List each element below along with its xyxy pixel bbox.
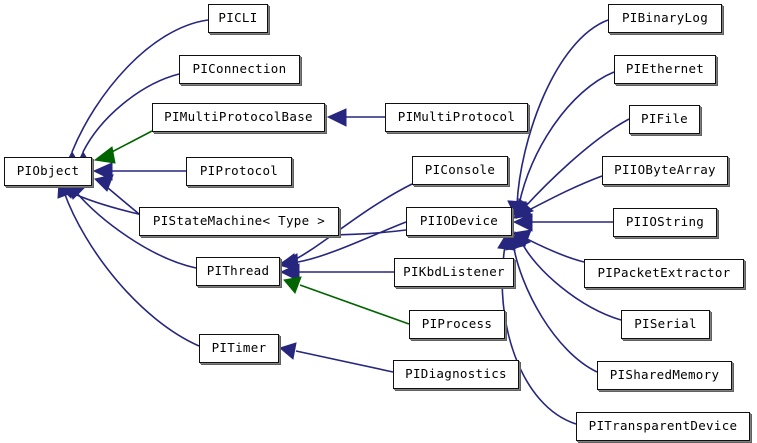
edge-pistatemachine-to-piobject xyxy=(94,174,140,215)
class-node-label: PIFile xyxy=(641,111,688,127)
class-node-pifile[interactable]: PIFile xyxy=(629,105,700,134)
class-node-piethernet[interactable]: PIEthernet xyxy=(614,55,716,84)
class-node-label: PIConnection xyxy=(192,61,287,77)
class-node-label: PISharedMemory xyxy=(609,367,720,383)
class-node-label: PIEthernet xyxy=(625,61,705,77)
class-node-pikbdlistener[interactable]: PIKbdListener xyxy=(394,258,514,287)
class-node-piprotocol[interactable]: PIProtocol xyxy=(186,157,292,186)
class-node-piiobytearray[interactable]: PIIOByteArray xyxy=(602,156,728,185)
class-node-label: PIMultiProtocolBase xyxy=(164,109,313,125)
edge-piiostring-to-piiodevice xyxy=(512,213,613,232)
edge-piiodevice-to-pithread xyxy=(279,221,407,272)
class-node-pibinarylog[interactable]: PIBinaryLog xyxy=(608,4,722,33)
class-node-label: PIConsole xyxy=(424,162,496,178)
edge-piethernet-to-piiodevice xyxy=(508,71,615,220)
edge-piprocess-to-pithread xyxy=(283,276,410,325)
class-node-label: PIThread xyxy=(206,263,270,279)
class-node-piobject[interactable]: PIObject xyxy=(4,157,92,186)
class-node-pisharedmemory[interactable]: PISharedMemory xyxy=(597,361,732,390)
class-node-label: PIStateMachine< Type > xyxy=(152,213,326,229)
class-node-label: PISerial xyxy=(634,316,697,332)
class-node-pimultiprotocolbase[interactable]: PIMultiProtocolBase xyxy=(152,103,325,132)
class-node-label: PIObject xyxy=(16,163,80,179)
class-node-pipacketextractor[interactable]: PIPacketExtractor xyxy=(584,259,744,288)
class-node-label: PICLI xyxy=(218,10,258,26)
class-node-label: PITimer xyxy=(211,340,267,356)
class-node-pidiagnostics[interactable]: PIDiagnostics xyxy=(393,360,519,389)
class-node-piiodevice[interactable]: PIIODevice xyxy=(406,207,512,236)
edge-piiobytearray-to-piiodevice xyxy=(513,175,603,219)
class-node-label: PITransparentDevice xyxy=(588,418,738,434)
class-node-piserial[interactable]: PISerial xyxy=(621,310,710,339)
class-node-piiostring[interactable]: PIIOString xyxy=(613,208,717,237)
class-node-pitimer[interactable]: PITimer xyxy=(199,334,279,363)
edge-pimultiprotocolbase-to-piobject xyxy=(93,130,153,164)
class-node-piprocess[interactable]: PIProcess xyxy=(409,310,505,339)
class-node-label: PIKbdListener xyxy=(403,264,505,280)
class-node-label: PIIOString xyxy=(625,214,705,230)
class-node-label: PIProcess xyxy=(421,316,493,332)
class-node-piconnection[interactable]: PIConnection xyxy=(179,55,300,84)
class-node-pitransparentdevice[interactable]: PITransparentDevice xyxy=(576,412,750,441)
class-node-label: PIBinaryLog xyxy=(621,10,709,26)
class-node-piconsole[interactable]: PIConsole xyxy=(412,156,508,185)
class-node-pistatemachine[interactable]: PIStateMachine< Type > xyxy=(139,207,339,236)
class-node-label: PIIODevice xyxy=(419,213,499,229)
edge-pitimer-to-piobject xyxy=(57,181,200,347)
edge-pidiagnostics-to-pitimer xyxy=(278,342,394,373)
class-node-label: PIDiagnostics xyxy=(405,366,507,382)
class-node-label: PIProtocol xyxy=(199,163,279,179)
class-node-label: PIPacketExtractor xyxy=(597,265,731,281)
class-node-label: PIMultiProtocol xyxy=(397,109,516,125)
class-node-label: PIIOByteArray xyxy=(614,162,716,178)
class-node-picli[interactable]: PICLI xyxy=(208,4,268,33)
edge-pimultiprotocol-to-base xyxy=(326,108,385,127)
class-node-pithread[interactable]: PIThread xyxy=(196,257,280,286)
class-node-pimultiprotocol[interactable]: PIMultiProtocol xyxy=(385,103,528,132)
